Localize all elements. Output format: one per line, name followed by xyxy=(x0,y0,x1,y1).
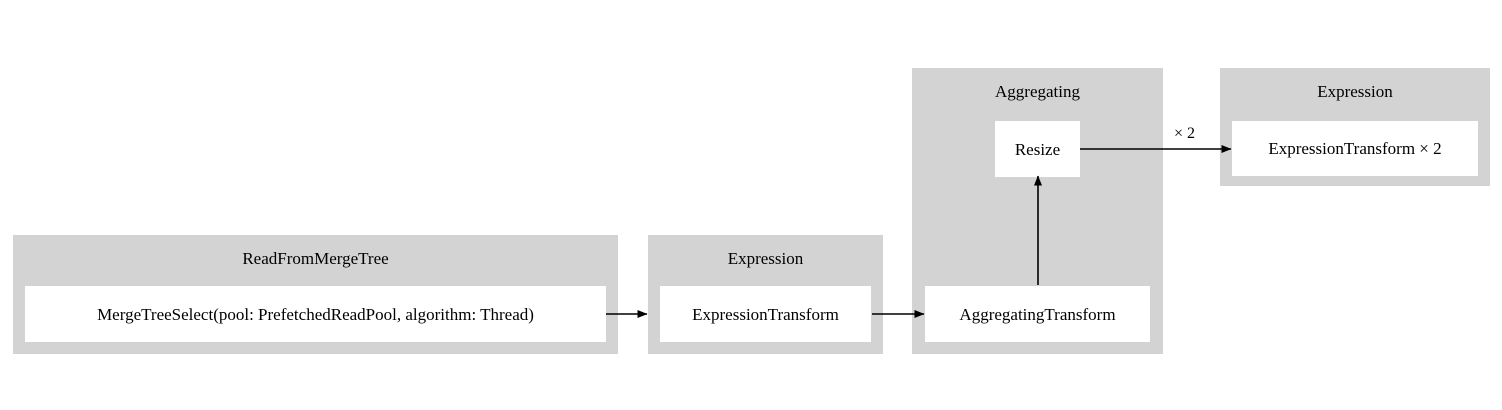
cluster-expression-left: Expression ExpressionTransform xyxy=(648,235,883,354)
node-label-resize: Resize xyxy=(1014,139,1061,159)
node-resize[interactable]: Resize xyxy=(995,121,1080,177)
node-expression-transform[interactable]: ExpressionTransform xyxy=(660,286,871,342)
cluster-label-expression-right: Expression xyxy=(1317,82,1393,101)
cluster-label-aggregating: Aggregating xyxy=(995,82,1080,101)
node-label-expression-transform-x2: ExpressionTransform × 2 xyxy=(1268,139,1442,158)
node-label-merge-tree-select: MergeTreeSelect(pool: PrefetchedReadPool… xyxy=(97,304,534,324)
node-label-aggregating-transform: AggregatingTransform xyxy=(959,304,1116,324)
cluster-label-read-from-merge-tree: ReadFromMergeTree xyxy=(242,249,389,268)
edge-label-resize-to-expression-transform-x2: × 2 xyxy=(1174,125,1196,142)
cluster-read-from-merge-tree: ReadFromMergeTree MergeTreeSelect(pool: … xyxy=(13,235,618,354)
cluster-label-expression-left: Expression xyxy=(727,249,804,268)
node-label-expression-transform: ExpressionTransform xyxy=(692,304,839,324)
cluster-expression-right: Expression ExpressionTransform × 2 xyxy=(1220,68,1490,186)
node-aggregating-transform[interactable]: AggregatingTransform xyxy=(925,286,1150,342)
cluster-aggregating: Aggregating Resize AggregatingTransform xyxy=(912,68,1163,354)
node-merge-tree-select[interactable]: MergeTreeSelect(pool: PrefetchedReadPool… xyxy=(25,286,606,342)
node-expression-transform-x2[interactable]: ExpressionTransform × 2 xyxy=(1232,121,1478,176)
